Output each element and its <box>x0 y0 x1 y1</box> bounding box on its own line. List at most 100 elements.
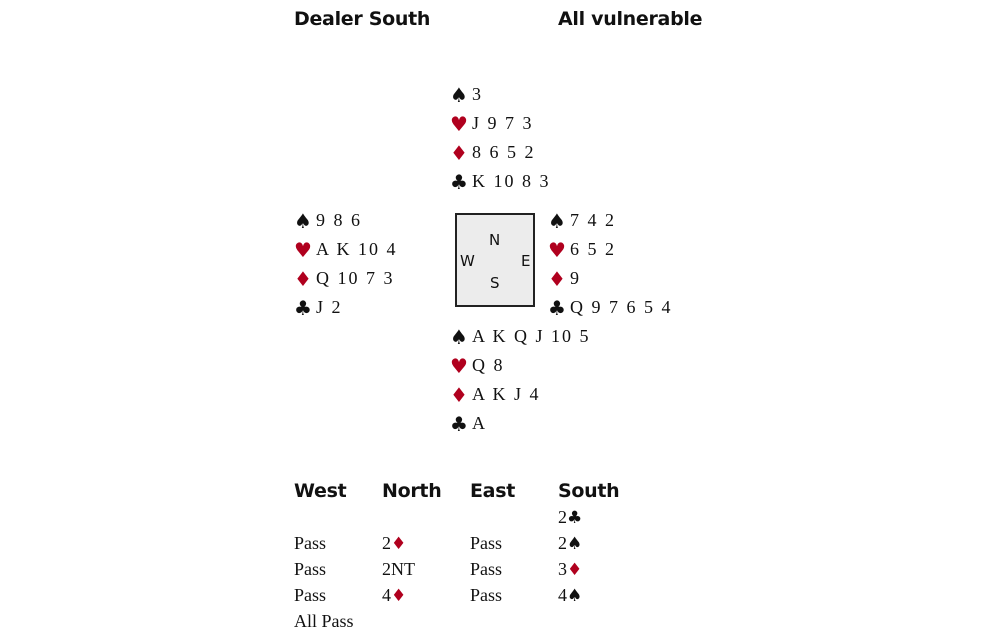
cards: K 10 8 3 <box>472 171 551 191</box>
bid: 2♦ <box>382 530 470 556</box>
auction-row: 2♣ <box>294 504 646 530</box>
suit-icon: ♦ <box>548 266 566 291</box>
bid: Pass <box>470 530 558 556</box>
suit-icon: ♠ <box>548 208 566 233</box>
compass-north: N <box>489 231 501 249</box>
suit-row: ♣A <box>450 409 591 438</box>
bid <box>558 608 646 634</box>
cards: A K J 4 <box>472 384 541 404</box>
bid: Pass <box>294 530 382 556</box>
suit-row: ♥A K 10 4 <box>294 235 398 264</box>
bid-text: All Pass <box>294 611 354 631</box>
north-hand: ♠3♥J 9 7 3♦8 6 5 2♣K 10 8 3 <box>450 80 551 196</box>
bid <box>294 504 382 530</box>
auction-header-south: South <box>558 480 620 502</box>
auction-header-west: West <box>294 480 347 502</box>
bid-text: Pass <box>470 533 503 553</box>
bid-text: 4 <box>382 585 391 605</box>
suit-icon: ♣ <box>450 411 468 436</box>
auction-header-north: North <box>382 480 442 502</box>
bid: 4♠ <box>558 582 646 608</box>
suit-icon: ♣ <box>294 295 312 320</box>
bid <box>470 504 558 530</box>
bid: 3♦ <box>558 556 646 582</box>
cards: 9 8 6 <box>316 210 362 230</box>
bid: 2♠ <box>558 530 646 556</box>
cards: Q 10 7 3 <box>316 268 395 288</box>
suit-row: ♣J 2 <box>294 293 398 322</box>
bid: Pass <box>470 556 558 582</box>
bid-text: Pass <box>294 533 327 553</box>
suit-row: ♦8 6 5 2 <box>450 138 551 167</box>
suit-row: ♦A K J 4 <box>450 380 591 409</box>
auction-header-east: East <box>470 480 515 502</box>
bid-suit-icon: ♣ <box>567 508 583 528</box>
suit-icon: ♠ <box>450 82 468 107</box>
bid-text: 4 <box>558 585 567 605</box>
bid-text: 2NT <box>382 559 415 579</box>
bid-suit-icon: ♦ <box>567 560 583 580</box>
suit-row: ♦9 <box>548 264 673 293</box>
bid-text: Pass <box>294 585 327 605</box>
suit-icon: ♠ <box>294 208 312 233</box>
compass-south: S <box>490 274 500 292</box>
bid-suit-icon: ♦ <box>391 586 407 606</box>
cards: Q 9 7 6 5 4 <box>570 297 673 317</box>
suit-icon: ♦ <box>450 382 468 407</box>
suit-row: ♠9 8 6 <box>294 206 398 235</box>
bid <box>470 608 558 634</box>
suit-icon: ♥ <box>294 237 312 262</box>
bid-suit-icon: ♠ <box>567 534 583 554</box>
bid: Pass <box>470 582 558 608</box>
suit-icon: ♥ <box>450 111 468 136</box>
suit-row: ♥J 9 7 3 <box>450 109 551 138</box>
cards: 9 <box>570 268 581 288</box>
suit-row: ♠3 <box>450 80 551 109</box>
bid: 2NT <box>382 556 470 582</box>
suit-row: ♦Q 10 7 3 <box>294 264 398 293</box>
dealer-label: Dealer South <box>294 8 431 30</box>
bid-text: Pass <box>470 559 503 579</box>
bid-suit-icon: ♠ <box>567 586 583 606</box>
cards: A K 10 4 <box>316 239 398 259</box>
suit-icon: ♦ <box>450 140 468 165</box>
auction-header: West North East South <box>294 478 646 504</box>
compass-east: E <box>521 252 531 270</box>
cards: 8 6 5 2 <box>472 142 536 162</box>
cards: Q 8 <box>472 355 505 375</box>
bid: 4♦ <box>382 582 470 608</box>
suit-row: ♣Q 9 7 6 5 4 <box>548 293 673 322</box>
cards: 7 4 2 <box>570 210 616 230</box>
cards: J 2 <box>316 297 343 317</box>
east-hand: ♠7 4 2♥6 5 2♦9♣Q 9 7 6 5 4 <box>548 206 673 322</box>
suit-row: ♠A K Q J 10 5 <box>450 322 591 351</box>
bid <box>382 608 470 634</box>
west-hand: ♠9 8 6♥A K 10 4♦Q 10 7 3♣J 2 <box>294 206 398 322</box>
auction-row: All Pass <box>294 608 646 634</box>
cards: 3 <box>472 84 483 104</box>
suit-icon: ♠ <box>450 324 468 349</box>
bid-text: 2 <box>558 507 567 527</box>
cards: J 9 7 3 <box>472 113 534 133</box>
bid: All Pass <box>294 608 382 634</box>
bid-text: 3 <box>558 559 567 579</box>
suit-row: ♠7 4 2 <box>548 206 673 235</box>
suit-icon: ♦ <box>294 266 312 291</box>
bid <box>382 504 470 530</box>
bid-text: 2 <box>558 533 567 553</box>
vulnerability-label: All vulnerable <box>558 8 703 30</box>
compass-west: W <box>460 252 475 270</box>
cards: A K Q J 10 5 <box>472 326 591 346</box>
suit-row: ♥Q 8 <box>450 351 591 380</box>
south-hand: ♠A K Q J 10 5♥Q 8♦A K J 4♣A <box>450 322 591 438</box>
cards: A <box>472 413 487 433</box>
cards: 6 5 2 <box>570 239 616 259</box>
suit-row: ♣K 10 8 3 <box>450 167 551 196</box>
suit-icon: ♣ <box>548 295 566 320</box>
bid: Pass <box>294 556 382 582</box>
compass-box: N W E S <box>455 213 535 307</box>
